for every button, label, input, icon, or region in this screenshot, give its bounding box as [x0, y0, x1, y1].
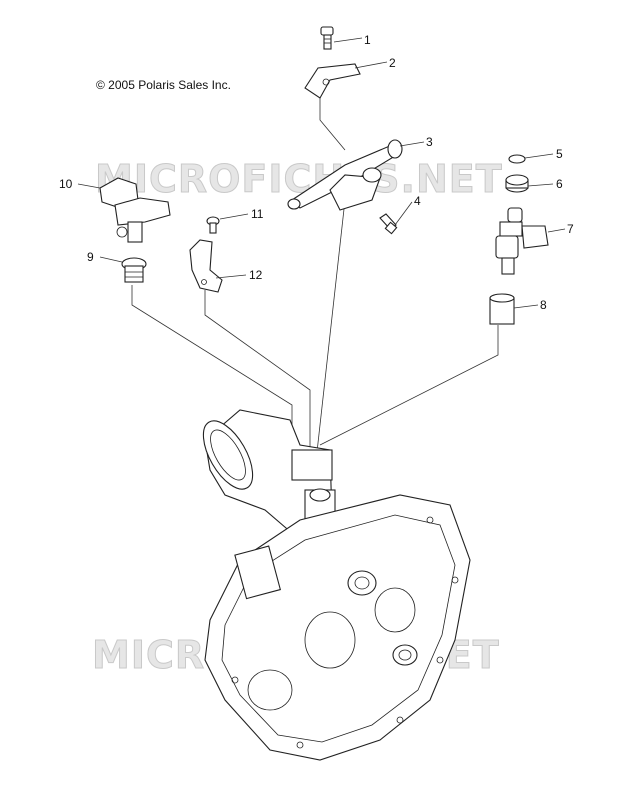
- fuel-rail-part: [287, 139, 403, 211]
- fuel-injector-part: [495, 207, 549, 275]
- callout-1: 1: [364, 33, 371, 47]
- callout-7: 7: [567, 222, 574, 236]
- callout-9: 9: [87, 250, 94, 264]
- callout-12: 12: [249, 268, 263, 282]
- screw-part: [379, 213, 398, 235]
- copyright-notice: © 2005 Polaris Sales Inc.: [96, 78, 231, 92]
- callout-6: 6: [556, 177, 563, 191]
- callout-10: 10: [59, 177, 73, 191]
- bracket-part: [189, 239, 223, 293]
- seal-part: [505, 174, 529, 193]
- callout-11: 11: [251, 207, 264, 221]
- plug-part: [121, 257, 147, 283]
- map-sensor-part: [99, 177, 171, 243]
- watermark-top: MICROFICHES.NET: [95, 157, 503, 201]
- throttle-body-part: [202, 409, 336, 541]
- callout-4: 4: [414, 194, 421, 208]
- sleeve-part: [489, 293, 515, 325]
- callout-3: 3: [426, 135, 433, 149]
- cylinder-head-part: [204, 494, 471, 761]
- o-ring-part: [508, 154, 526, 164]
- bolt-part: [320, 26, 334, 50]
- callout-8: 8: [540, 298, 547, 312]
- callout-numbers: 1 2 3 4 5 6 7 8 9 10 11 12: [59, 33, 574, 312]
- callout-5: 5: [556, 147, 563, 161]
- leader-lines: [131, 90, 499, 471]
- clamp-part: [304, 63, 361, 99]
- small-screw-part: [206, 216, 220, 234]
- callout-2: 2: [389, 56, 396, 70]
- callout-lines: [77, 37, 566, 309]
